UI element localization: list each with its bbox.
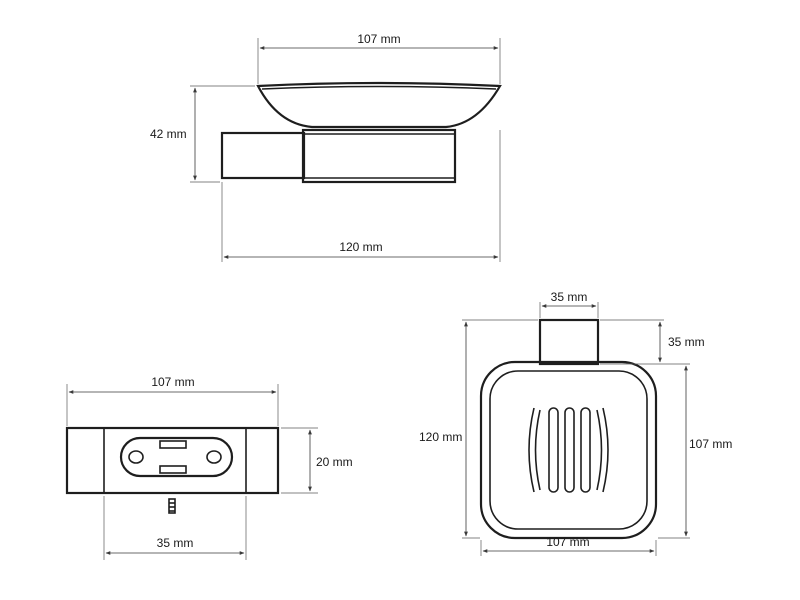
bottom-screw-hole-left <box>128 450 144 464</box>
dim-label-top-mount-depth: 35 mm <box>668 335 705 349</box>
drain-slot <box>580 407 591 493</box>
dim-label-side-length: 120 mm <box>339 240 382 254</box>
side-dish-bowl <box>256 81 502 129</box>
dim-label-top-tray-height: 107 mm <box>689 437 732 451</box>
drain-slot-left-bracket <box>528 407 541 493</box>
dim-label-side-height: 42 mm <box>150 127 187 141</box>
top-tray-inner <box>489 370 648 530</box>
drain-slot <box>564 407 575 493</box>
drain-slot-right-bracket <box>596 407 609 493</box>
side-wall-mount <box>220 131 306 180</box>
drain-slot <box>548 407 559 493</box>
top-wall-mount <box>538 318 600 366</box>
side-holder-body <box>301 128 457 184</box>
side-dish-inner-lip <box>261 85 497 90</box>
bottom-slot-top <box>159 440 187 449</box>
top-drain-slots <box>528 407 609 493</box>
bottom-mount-plate <box>65 426 280 495</box>
dim-label-bottom-mount: 35 mm <box>157 536 194 550</box>
side-view: 107 mm 42 mm 120 mm <box>150 32 502 262</box>
dim-label-top-mount-width: 35 mm <box>551 290 588 304</box>
bottom-set-screw <box>168 498 176 514</box>
dim-label-bottom-width: 107 mm <box>151 375 194 389</box>
top-tray-outer <box>479 360 658 540</box>
dim-label-bottom-height: 20 mm <box>316 455 353 469</box>
bottom-slot-bottom <box>159 465 187 474</box>
bottom-view: 107 mm 20 mm 35 mm <box>65 375 353 560</box>
dim-label-top-total-length: 120 mm <box>419 430 462 444</box>
top-view: 35 mm 35 mm 120 mm 107 mm 107 mm <box>419 290 732 556</box>
bottom-screw-hole-right <box>206 450 222 464</box>
dim-label-top-tray-width: 107 mm <box>546 535 589 549</box>
dim-label-side-width: 107 mm <box>357 32 400 46</box>
bottom-keyhole-plate <box>119 436 234 478</box>
